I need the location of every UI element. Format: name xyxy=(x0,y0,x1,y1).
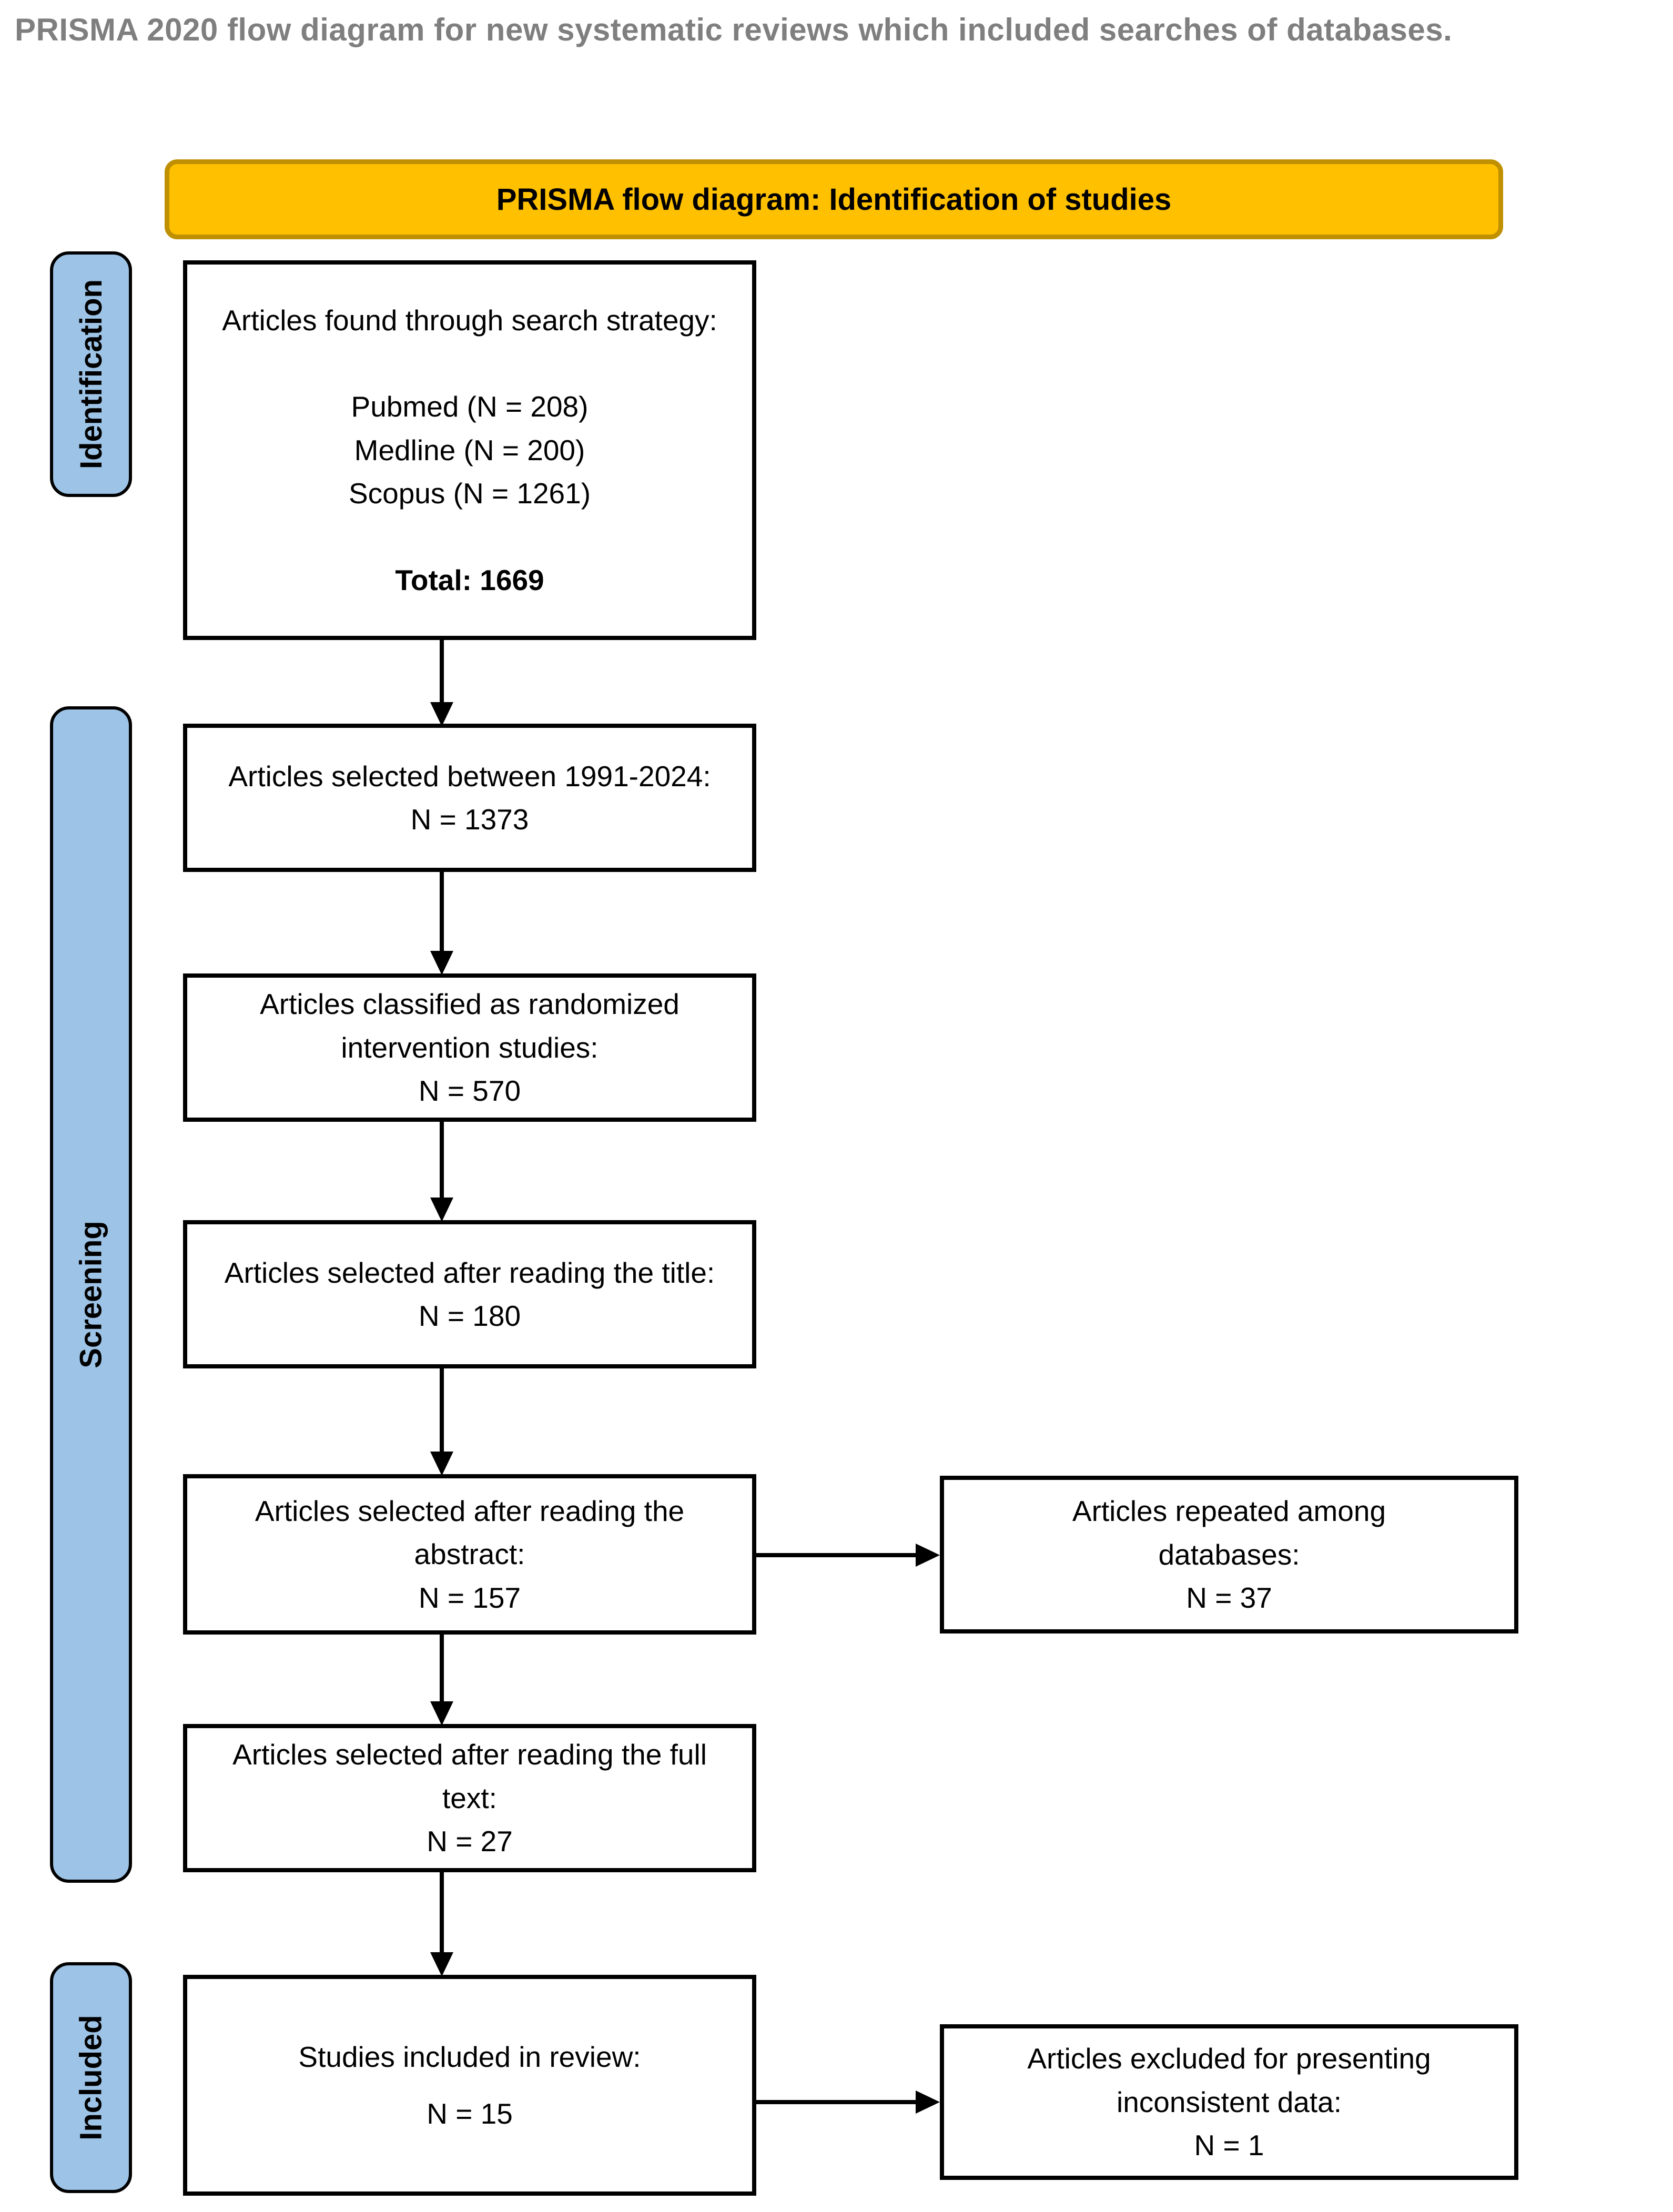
arrow-abstract-to-fulltext xyxy=(430,1635,453,1726)
header-banner-label: PRISMA flow diagram: Identification of s… xyxy=(496,182,1172,217)
repeated-label: Articles repeated among databases: xyxy=(1072,1495,1386,1571)
search-source-medline: Medline (N = 200) xyxy=(354,433,585,466)
box-search-results: Articles found through search strategy: … xyxy=(183,260,756,640)
arrow-head-icon xyxy=(430,1701,453,1726)
arrow-head-icon xyxy=(430,951,453,975)
stage-included: Included xyxy=(50,1962,132,2193)
arrow-shaft xyxy=(756,2100,918,2104)
arrow-shaft xyxy=(440,1635,444,1703)
box-excluded-inconsistent: Articles excluded for presenting inconsi… xyxy=(940,2024,1518,2180)
arrow-years-to-randomized xyxy=(430,872,453,975)
fulltext-screening-label: Articles selected after reading the full… xyxy=(232,1738,707,1814)
arrow-search-to-years xyxy=(430,639,453,726)
search-source-pubmed: Pubmed (N = 208) xyxy=(351,390,589,423)
excluded-label: Articles excluded for presenting inconsi… xyxy=(1027,2042,1431,2118)
title-screening-count: N = 180 xyxy=(418,1300,521,1332)
arrow-shaft xyxy=(440,639,444,704)
randomized-count: N = 570 xyxy=(418,1074,521,1108)
years-label: Articles selected between 1991-2024: xyxy=(228,759,711,793)
abstract-screening-count: N = 157 xyxy=(418,1581,521,1614)
search-heading: Articles found through search strategy: xyxy=(222,303,717,337)
fulltext-screening-count: N = 27 xyxy=(427,1825,513,1858)
box-abstract-screening: Articles selected after reading the abst… xyxy=(183,1474,756,1635)
arrow-shaft xyxy=(440,872,444,953)
box-years-filter: Articles selected between 1991-2024: N =… xyxy=(183,724,756,872)
randomized-label: Articles classified as randomized interv… xyxy=(260,988,680,1064)
arrow-included-to-excluded xyxy=(756,2091,940,2114)
box-repeated-databases: Articles repeated among databases: N = 3… xyxy=(940,1476,1518,1633)
years-count: N = 1373 xyxy=(410,803,529,836)
arrow-shaft xyxy=(440,1872,444,1954)
arrow-shaft xyxy=(440,1122,444,1200)
stage-screening-label: Screening xyxy=(74,1221,108,1368)
arrow-head-icon xyxy=(916,1544,940,1567)
header-banner: PRISMA flow diagram: Identification of s… xyxy=(165,159,1503,239)
stage-screening: Screening xyxy=(50,706,132,1883)
box-included-studies: Studies included in review: N = 15 xyxy=(183,1975,756,2196)
included-count: N = 15 xyxy=(427,2097,513,2130)
abstract-screening-label: Articles selected after reading the abst… xyxy=(255,1494,685,1571)
box-fulltext-screening: Articles selected after reading the full… xyxy=(183,1724,756,1872)
arrow-shaft xyxy=(756,1553,918,1557)
arrow-title-to-abstract xyxy=(430,1368,453,1476)
figure-title: PRISMA 2020 flow diagram for new systema… xyxy=(15,12,1453,47)
excluded-count: N = 1 xyxy=(1194,2129,1264,2162)
stage-included-label: Included xyxy=(74,2015,108,2140)
search-source-scopus: Scopus (N = 1261) xyxy=(348,477,591,510)
box-title-screening: Articles selected after reading the titl… xyxy=(183,1220,756,1368)
search-total: Total: 1669 xyxy=(395,563,544,596)
arrow-shaft xyxy=(440,1368,444,1454)
arrow-abstract-to-repeated xyxy=(756,1544,940,1567)
arrow-head-icon xyxy=(430,1198,453,1222)
arrow-head-icon xyxy=(430,702,453,726)
arrow-fulltext-to-included xyxy=(430,1872,453,1976)
stage-identification-label: Identification xyxy=(74,279,108,469)
repeated-count: N = 37 xyxy=(1186,1581,1272,1615)
stage-identification: Identification xyxy=(50,251,132,497)
title-screening-label: Articles selected after reading the titl… xyxy=(224,1256,715,1289)
arrow-head-icon xyxy=(430,1952,453,1976)
included-label: Studies included in review: xyxy=(298,2041,641,2073)
arrow-head-icon xyxy=(916,2091,940,2114)
arrow-randomized-to-title xyxy=(430,1122,453,1222)
box-randomized-studies: Articles classified as randomized interv… xyxy=(183,973,756,1122)
arrow-head-icon xyxy=(430,1452,453,1476)
